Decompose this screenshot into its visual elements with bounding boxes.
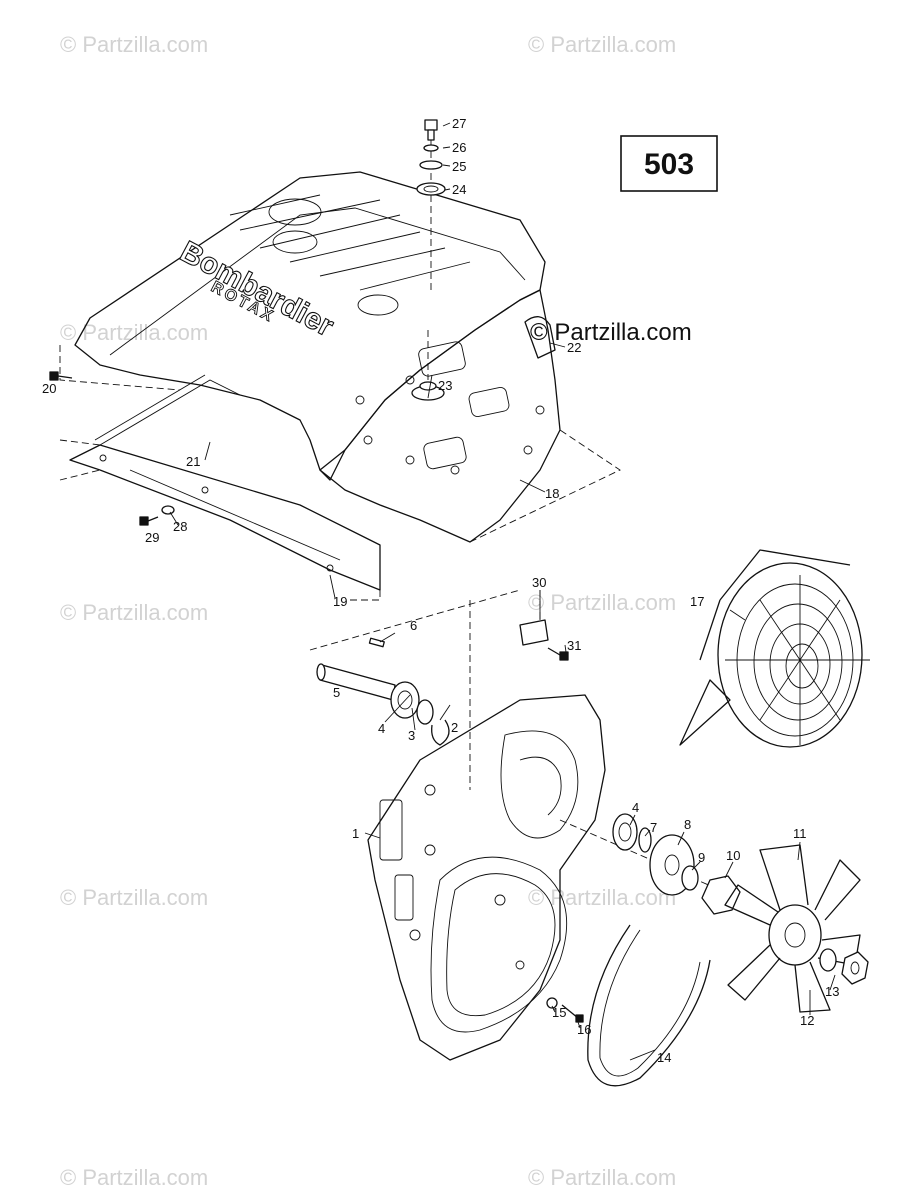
drive-belt [587,924,711,1087]
callout-29: 29 [145,530,159,545]
fastener-stack-24-27 [416,119,446,290]
callout-1: 1 [352,826,359,841]
callout-19: 19 [333,594,347,609]
watermark-text: © Partzilla.com [60,320,208,345]
callout-3: 3 [408,728,415,743]
diagram-number-box: 503 [620,135,718,192]
watermark-text: © Partzilla.com [60,885,208,910]
callout-31: 31 [567,638,581,653]
callout-labels: 1 2 3 4 5 6 7 8 9 10 11 12 13 14 15 16 1… [42,116,839,1065]
diagram-number: 503 [644,148,694,181]
callout-9: 9 [698,850,705,865]
callout-28: 28 [173,519,187,534]
pulley-stack [559,813,741,915]
lower-rail-19-21 [59,374,381,601]
part-23-grommet [411,330,445,401]
watermark-text: © Partzilla.com [528,32,676,57]
callout-4: 4 [378,721,385,736]
callout-15: 15 [552,1005,566,1020]
watermark-text: © Partzilla.com [528,885,676,910]
callout-13: 13 [825,984,839,999]
part-22-clip [524,316,556,359]
callout-11: 11 [793,826,807,841]
callout-27: 27 [452,116,466,131]
callout-14: 14 [657,1050,671,1065]
callout-21: 21 [186,454,200,469]
washer-28 [161,505,175,515]
watermark-text: © Partzilla.com [60,1165,208,1190]
callout-26: 26 [452,140,466,155]
cooling-fan [724,844,861,1013]
screw-16 [561,1004,584,1023]
callout-7: 7 [650,820,657,835]
partzilla-watermark: © Partzilla.com [530,319,692,346]
leader-lines [169,122,836,1061]
fan-guard [679,549,870,748]
nut-13 [841,951,869,985]
washer-15 [546,997,558,1009]
watermark-layer: © Partzilla.com © Partzilla.com © Partzi… [60,32,676,1190]
callout-8: 8 [684,817,691,832]
callout-23: 23 [438,378,452,393]
callout-17: 17 [690,594,704,609]
watermark-text: © Partzilla.com [60,600,208,625]
callout-2: 2 [451,720,458,735]
callout-25: 25 [452,159,466,174]
callout-22: 22 [567,340,581,355]
callout-5: 5 [333,685,340,700]
callout-10: 10 [726,848,740,863]
screw-29 [139,516,159,526]
screw-31 [547,647,569,661]
callout-4b: 4 [632,800,639,815]
callout-16: 16 [577,1022,591,1037]
callout-24: 24 [452,182,466,197]
callout-20: 20 [42,381,56,396]
callout-30: 30 [532,575,546,590]
callout-6: 6 [410,618,417,633]
watermark-text: © Partzilla.com [528,590,676,615]
pulley-housing [367,694,606,1061]
callout-18: 18 [545,486,559,501]
washer-12 [819,948,837,972]
watermark-text: © Partzilla.com [528,1165,676,1190]
screw-20 [49,371,73,381]
callout-12: 12 [800,1013,814,1028]
watermark-text: © Partzilla.com [60,32,208,57]
